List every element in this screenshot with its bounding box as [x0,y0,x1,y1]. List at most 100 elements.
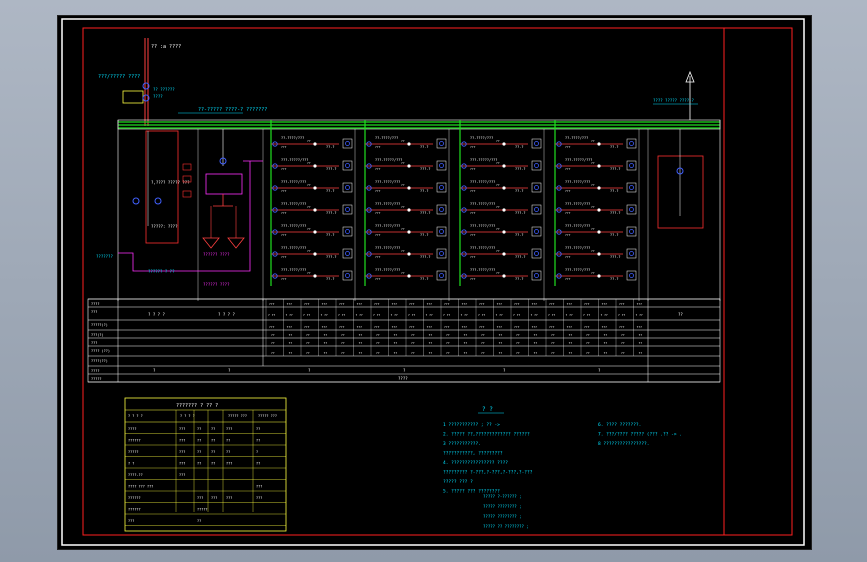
cell-text: ??? [549,325,555,329]
feeder-tag: ?? [591,205,595,209]
node-icon [502,164,506,168]
feeder-spec: ??? [281,255,287,259]
legend-cell: ??? [179,427,185,431]
feeder-tag: ?? [307,249,311,253]
meter-box [436,182,447,193]
node-icon [407,208,411,212]
meter-box [531,182,542,193]
feeder-label: ???-????/??? [281,246,306,250]
legend-cell: ??? [256,496,262,500]
row-header: ???? (??) [91,349,110,353]
feeder-spec: ??? [281,211,287,215]
note-item: 5. ????? ??? ???????? [443,489,500,495]
cell-text: ?? [394,351,398,355]
cell-text: ??? [304,325,310,329]
legend-cell: ????? [128,450,139,454]
cell-text: ?? [359,341,363,345]
feeder-tag: ?? [591,161,595,165]
cell-text: ??? [427,325,433,329]
note-item: ????? ??? ? [443,479,473,485]
breaker-icon [461,163,467,169]
cell-text: ? ?? [356,313,363,317]
cell-text: ?? [499,333,503,337]
cell-text: ?? [551,351,555,355]
feeder-row: ???-?????/?????????.??? [271,158,353,171]
cell-text: ?? [499,351,503,355]
meter-box [342,138,353,149]
meter-box [342,226,353,237]
feeder-tag: ?? [496,205,500,209]
feeder-row: ???-????/?????????.??? [460,246,542,259]
meter-box [626,248,637,259]
cell-text: ?? [534,333,538,337]
feeder-spec: ??? [281,167,287,171]
row-header: ??? [91,310,97,314]
top-incoming-label: ?? :a ???? [151,44,181,50]
feeder-spec: ??? [375,211,381,215]
meter-box [342,204,353,215]
breaker-icon [272,207,278,213]
cad-viewport[interactable]: ?? :a ???? ???/????? ???? ?? ?????? ????… [57,15,812,550]
feeder-tag: ?? [496,139,500,143]
node-icon [597,142,601,146]
feeder-label: ???-?????/??? [281,158,308,162]
row2-label: ?? [678,312,683,317]
cell-text: ??? [392,302,398,306]
feeder-label: ???-????/??? [565,246,590,250]
cell-text: ?? [621,341,625,345]
cell-text: ?? [271,333,275,337]
legend-cell: ??? [179,450,185,454]
notes-title: ? ? [482,406,493,413]
node-icon [597,274,601,278]
feeder-tag: ?? [401,139,405,143]
cell-text: ?? [464,341,468,345]
node-icon [502,142,506,146]
legend-cell: ??? [179,439,185,443]
cell-text: ?? [271,341,275,345]
left-bottom-label: ??????? [96,254,113,259]
cell-text: ?? [446,351,450,355]
feeder-value: ???.? [610,167,621,171]
feeder-tag: ?? [496,183,500,187]
node-icon [407,230,411,234]
node-icon [597,208,601,212]
legend-cell: ?? [197,519,201,523]
outer-frame [61,18,805,546]
meter-box [436,226,447,237]
cell-text: ?? [481,341,485,345]
legend-cell: ?? [197,427,201,431]
feeder-value: ???.? [420,167,431,171]
cell-text: ??? [549,302,555,306]
feeder-value: ???.? [610,255,621,259]
busbar-label: ??-????? ????-? ??????? [198,107,267,113]
meter-box [531,248,542,259]
parameter-table: ???? ??????????????? ??????????????? ???… [87,298,721,383]
group-number: ? [308,368,311,373]
cell-text: ??? [322,302,328,306]
node-icon [313,274,317,278]
legend-cell: ?????? [128,496,141,500]
cell-text: ??? [567,302,573,306]
feeder-value: ??.? [420,233,428,237]
left-note-1: ?,???? ????? ??? [151,180,190,185]
breaker-icon [366,141,372,147]
group-number: ? [503,368,506,373]
feeder-value: ??.? [420,277,428,281]
legend-cell: ??? [179,473,185,477]
feeder-spec: ??? [565,189,571,193]
cell-text: ? ?? [303,313,310,317]
feeder-value: ??.? [515,189,523,193]
cell-text: ? ?? [286,313,293,317]
upper-left-label: ???/????? ???? [98,74,140,80]
feeder-value: ???.? [326,211,337,215]
legend-cell: ??? [226,427,232,431]
feeder-row: ???-????/????????.??? [365,180,447,193]
feeder-label: ???-?????/??? [375,158,402,162]
cell-text: ?? [411,351,415,355]
feeder-spec: ??? [470,167,476,171]
cell-text: ??? [339,325,345,329]
feeder-spec: ??? [375,167,381,171]
table-summary: ???? [398,376,408,381]
breaker-icon [366,273,372,279]
node-icon [502,274,506,278]
